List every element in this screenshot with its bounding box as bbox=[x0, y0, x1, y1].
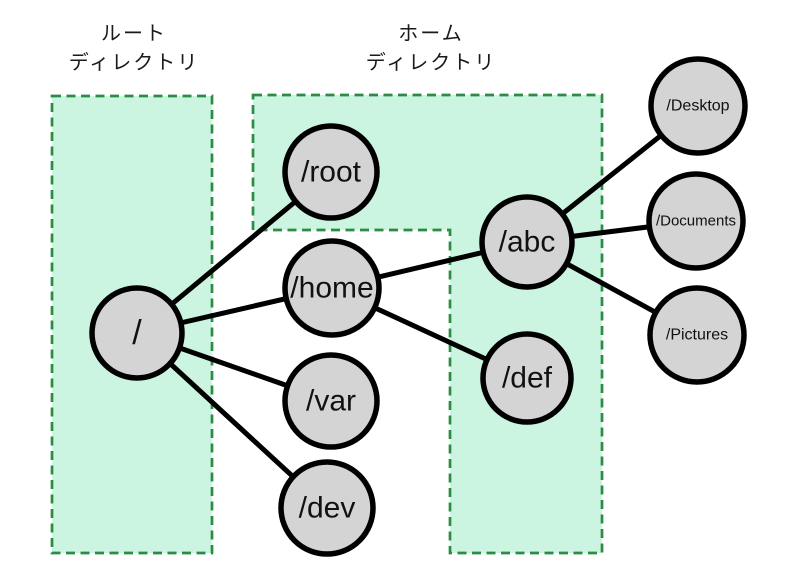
node-circle-dev bbox=[278, 459, 376, 557]
node-circle-slash bbox=[89, 285, 185, 381]
node-circle-var bbox=[282, 352, 380, 450]
node-label-home: /home bbox=[290, 272, 373, 305]
node-circle-documents bbox=[646, 171, 746, 271]
node-circle-desktop bbox=[648, 56, 748, 156]
home-directory-title-line2: ディレクトリ bbox=[365, 52, 497, 74]
home-directory-title: ホーム ディレクトリ bbox=[311, 20, 551, 78]
node-circle-abc bbox=[479, 194, 575, 290]
node-label-pictures: /Pictures bbox=[666, 327, 728, 344]
node-label-documents: /Documents bbox=[656, 213, 736, 230]
node-label-def: /def bbox=[502, 362, 553, 395]
node-circle-home bbox=[282, 238, 382, 338]
root-directory-title-line2: ディレクトリ bbox=[68, 52, 200, 74]
node-label-slash: / bbox=[132, 314, 142, 352]
home-directory-title-line1: ホーム bbox=[398, 23, 464, 45]
node-label-root: /root bbox=[301, 156, 362, 189]
node-circle-pictures bbox=[647, 285, 747, 385]
node-label-dev: /dev bbox=[299, 492, 356, 525]
root-directory-title-line1: ルート bbox=[101, 23, 167, 45]
node-circle-root bbox=[282, 123, 380, 221]
node-label-var: /var bbox=[306, 385, 356, 418]
node-label-desktop: /Desktop bbox=[666, 98, 729, 115]
node-label-abc: /abc bbox=[499, 226, 556, 259]
root-directory-title: ルート ディレクトリ bbox=[14, 20, 254, 78]
node-circle-def bbox=[480, 331, 574, 425]
